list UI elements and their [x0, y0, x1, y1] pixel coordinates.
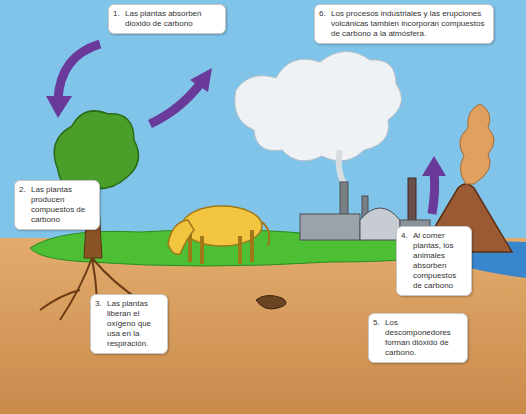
- arrowhead: [190, 68, 212, 92]
- factory-dome: [360, 208, 400, 240]
- callout-text: Las plantas producen compuestos de carbo…: [31, 185, 94, 225]
- volcano-smoke: [460, 104, 494, 184]
- callout-box: 6.Los procesos industriales y las erupci…: [314, 4, 494, 44]
- callout-number: 4.: [401, 231, 413, 241]
- arrowhead: [422, 156, 446, 176]
- callout-box: 4.Al comer plantas, los animales absorbe…: [396, 226, 472, 296]
- smoke-cloud: [235, 51, 402, 160]
- cow-head: [168, 220, 194, 254]
- callout-text: Al comer plantas, los animales absorben …: [413, 231, 466, 291]
- callout-number: 2.: [19, 185, 31, 195]
- tree-crown: [54, 111, 138, 189]
- carbon-arrow: [432, 172, 435, 214]
- callout-text: Las plantas liberan el oxígeno que usa e…: [107, 299, 162, 349]
- chimney-smoke: [339, 150, 344, 184]
- callout-text: Los descomponedores forman dióxido de ca…: [385, 318, 462, 358]
- callout-box: 5.Los descomponedores forman dióxido de …: [368, 313, 468, 363]
- cow-legs: [190, 230, 252, 264]
- carbon-arrow: [150, 84, 200, 124]
- carbon-arrow: [58, 44, 100, 100]
- callout-box: 1.Las plantas absorben dioxido de carbon…: [108, 4, 226, 34]
- callout-box: 2.Las plantas producen compuestos de car…: [14, 180, 100, 230]
- arrowhead: [46, 96, 72, 118]
- callout-text: Las plantas absorben dioxido de carbono: [125, 9, 220, 29]
- callout-number: 3.: [95, 299, 107, 309]
- callout-text: Los procesos industriales y las erupcion…: [331, 9, 488, 39]
- factory-building: [300, 214, 360, 240]
- decomposer: [256, 295, 286, 309]
- callout-number: 5.: [373, 318, 385, 328]
- callout-box: 3.Las plantas liberan el oxígeno que usa…: [90, 294, 168, 354]
- callout-number: 6.: [319, 9, 331, 19]
- callout-number: 1.: [113, 9, 125, 19]
- cow-tail: [262, 222, 269, 246]
